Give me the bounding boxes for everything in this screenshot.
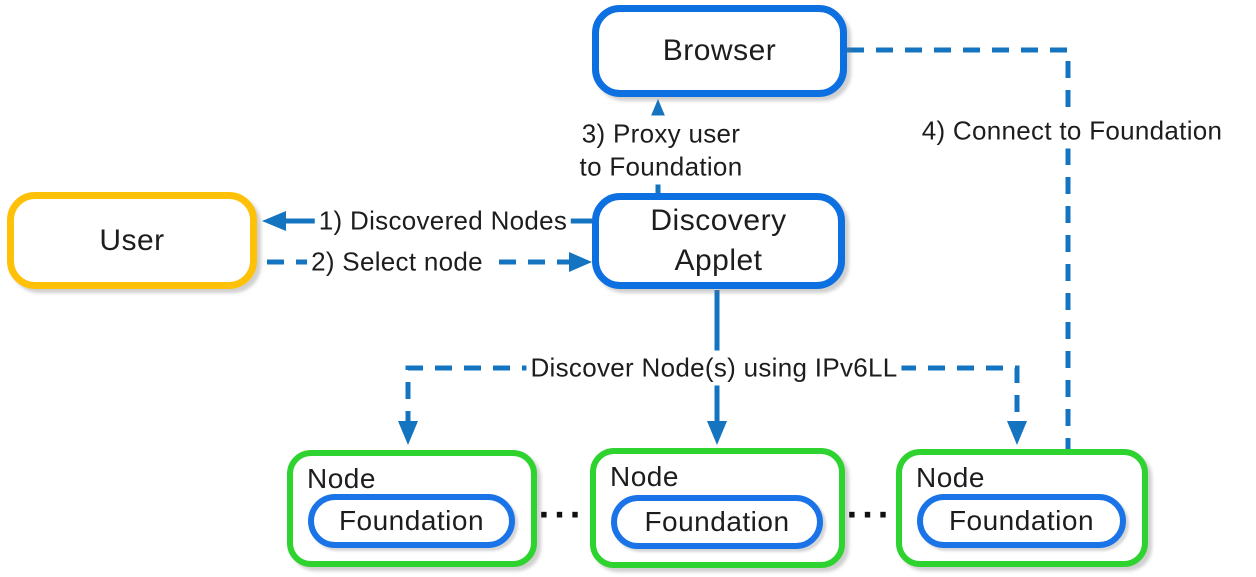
arrowhead-to-applet	[569, 252, 592, 272]
node-box-3: Node Foundation	[896, 449, 1148, 567]
node-3-foundation-box: Foundation	[917, 494, 1126, 548]
node-2-foundation-box: Foundation	[611, 495, 823, 549]
arrowhead-to-node2	[707, 421, 727, 445]
discovery-applet-box: Discovery Applet	[592, 193, 845, 289]
edge-label-select-node: 2) Select node	[307, 244, 487, 280]
browser-box: Browser	[592, 5, 847, 97]
node-3-foundation-label: Foundation	[948, 505, 1095, 536]
discovery-applet-label-line1: Discovery	[650, 203, 787, 237]
arrowhead-to-user	[262, 211, 286, 231]
node-3-label: Node	[916, 462, 985, 493]
edge-label-discover-ipv6: Discover Node(s) using IPv6LL	[526, 350, 902, 386]
ellipsis-nodes-2: ...	[846, 484, 894, 527]
discovery-applet-label-line2: Applet	[674, 244, 763, 277]
node-box-2: Node Foundation	[590, 448, 845, 568]
arrowhead-to-node1	[398, 421, 418, 445]
node-1-foundation-box: Foundation	[308, 494, 515, 548]
edge-connect-foundation-line	[847, 47, 1071, 479]
discovery-applet-label: Discovery Applet	[650, 201, 786, 282]
edge-label-proxy-user-line2: to Foundation	[579, 151, 743, 181]
node-2-foundation-label: Foundation	[644, 506, 790, 537]
edge-label-discovered-nodes: 1) Discovered Nodes	[314, 203, 572, 239]
node-1-foundation-label: Foundation	[338, 505, 485, 536]
edge-label-connect-foundation: 4) Connect to Foundation	[917, 113, 1227, 149]
user-label: User	[99, 223, 165, 257]
edge-label-proxy-user-line1: 3) Proxy user	[581, 118, 741, 149]
user-box: User	[7, 192, 257, 289]
edge-label-proxy-user: 3) Proxy user to Foundation	[575, 115, 747, 185]
node-2-label: Node	[610, 461, 679, 492]
browser-label: Browser	[662, 34, 777, 67]
arrowhead-to-node3	[1007, 421, 1027, 445]
ellipsis-nodes-1: ...	[538, 484, 586, 527]
node-box-1: Node Foundation	[287, 450, 537, 567]
node-1-label: Node	[307, 463, 376, 494]
